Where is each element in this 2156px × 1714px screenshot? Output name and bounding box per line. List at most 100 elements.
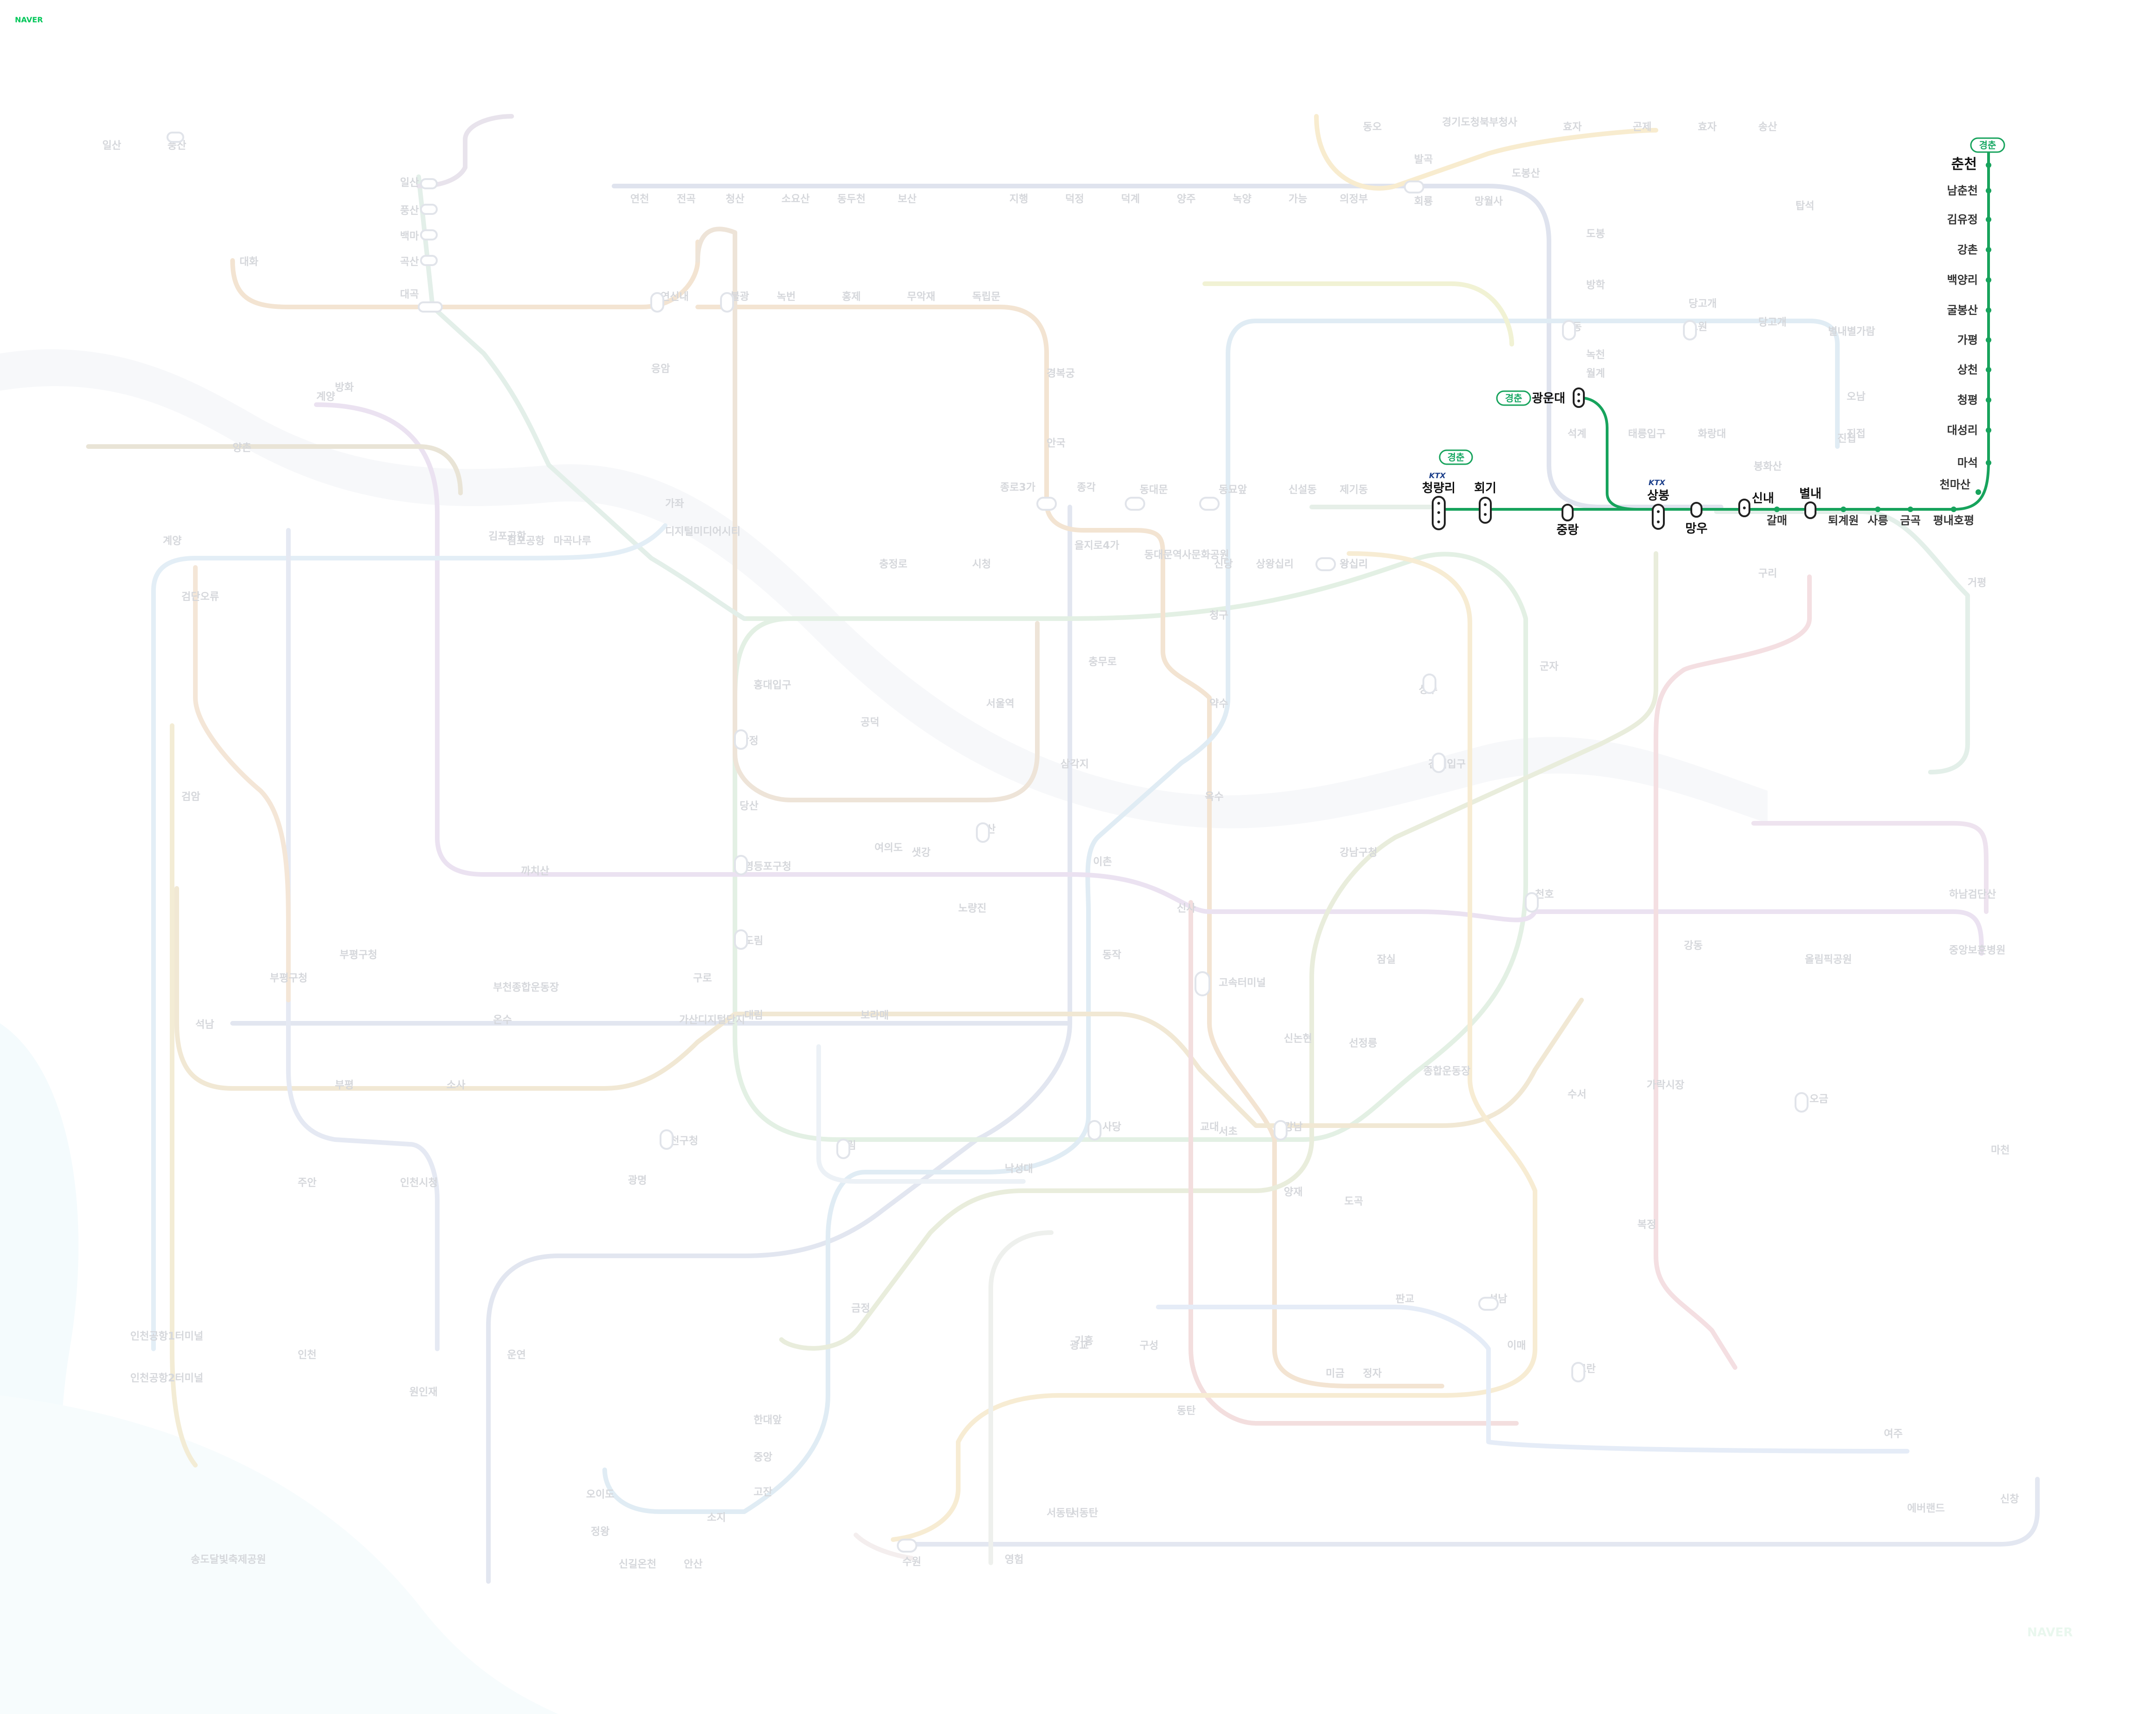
station-gimyujeong[interactable]: 김유정 [1947, 213, 1991, 226]
faint-station-label: 검단오류 [181, 591, 219, 603]
station-label: 중랑 [1556, 523, 1579, 537]
faint-station-label: 구로 [693, 973, 712, 984]
faint-station-label: 충무로 [1088, 656, 1117, 668]
station-toegyewon[interactable]: 퇴계원 [1828, 507, 1859, 527]
shinbundang-faint [1188, 900, 1519, 1426]
faint-station-label: 동작 [1102, 949, 1121, 961]
station-gangchon[interactable]: 강촌 [1957, 243, 1991, 256]
faint-station-label: 방화 [335, 382, 354, 393]
faint-station-label: 상왕십리 [1256, 559, 1294, 570]
faint-station-label: 대화 [240, 256, 258, 268]
faint-station-label: 에버랜드 [1907, 1503, 1945, 1514]
faint-station-label: 이매 [1507, 1340, 1526, 1352]
station-label: 망우 [1685, 522, 1708, 536]
uijeongbu-faint [1314, 114, 1658, 191]
station-sinnae[interactable]: 신내 [1738, 492, 1774, 517]
station-jungnang[interactable]: 중랑 [1556, 504, 1579, 537]
airport-faint [151, 523, 667, 1351]
station-namchuncheon[interactable]: 남춘천 [1947, 184, 1991, 197]
faint-station-label: 곡산 [400, 256, 419, 268]
line-badge-label: 경춘 [1979, 140, 1996, 151]
station-mangu[interactable]: 망우 [1685, 502, 1708, 536]
faint-station-label: 고속터미널 [1219, 977, 1266, 989]
faint-station-label: 홍제 [842, 291, 861, 303]
faint-station-label: 서초 [1219, 1126, 1237, 1138]
station-gapyeong[interactable]: 가평 [1957, 333, 1991, 347]
station-label: 회기 [1474, 481, 1496, 495]
station-label: 남춘천 [1947, 184, 1978, 197]
station-gulbongsan[interactable]: 굴봉산 [1947, 304, 1991, 317]
faint-station-label: 봉화산 [1754, 461, 1782, 473]
faint-station-label: 방학 [1586, 280, 1605, 291]
gtx-a-faint [416, 114, 514, 188]
gyeongchun-stations-horizontal: 평내호평 금곡 사릉 퇴계원 별내 갈매 신내 망우 [1422, 387, 1974, 537]
faint-station-label: 하남검단산 [1949, 889, 1996, 900]
faint-station-label: 양주 [1177, 193, 1195, 205]
faint-station-label: 구성 [1140, 1340, 1158, 1352]
faint-station-label: 까치산 [521, 866, 549, 877]
station-cheonmasan[interactable]: 천마산 [1940, 478, 1981, 495]
faint-station-label: 소사 [447, 1080, 466, 1091]
faint-station-label: 태릉입구 [1628, 428, 1666, 440]
faint-station-label: 가능 [1288, 193, 1307, 205]
station-hoegi[interactable]: 회기 [1474, 481, 1496, 524]
faint-station-label: 별내별가람 [1828, 326, 1875, 338]
station-cheongnyangni[interactable]: KTX 청량리 경춘 [1422, 449, 1473, 530]
faint-station-label: 올림픽공원 [1805, 954, 1852, 966]
incheon1-faint [286, 528, 440, 1351]
faint-station-label: 구리 [1758, 568, 1777, 580]
faint-network [86, 114, 2040, 1584]
gyeonggang-faint [1156, 1305, 1909, 1454]
faint-station-label: 당고개 [1758, 317, 1787, 328]
faint-station-label: 고잔 [754, 1487, 772, 1498]
faint-station-label: 부평 [335, 1080, 354, 1091]
station-geumgok[interactable]: 금곡 [1900, 507, 1921, 527]
faint-station-label: 디지털미디어시티 [665, 526, 741, 538]
gyeongui-jungang-faint [416, 174, 1970, 774]
station-cheongpyeong[interactable]: 청평 [1957, 393, 1991, 407]
ui-lrt-faint [1202, 281, 1514, 347]
faint-station-label: 오남 [1847, 391, 1865, 403]
station-baegyangri[interactable]: 백양리 [1947, 273, 1991, 287]
faint-station-label: 샛강 [912, 847, 930, 859]
station-chuncheon[interactable]: 춘천 [1951, 156, 1991, 173]
faint-station-label: 동대문역사문화공원 [1144, 549, 1229, 561]
faint-station-label: 인천 [298, 1349, 316, 1361]
faint-station-label: 녹천 [1586, 349, 1605, 361]
line-badge [1496, 390, 1531, 406]
faint-station-label: 시청 [972, 559, 991, 570]
faint-station-label: 정자 [1363, 1368, 1382, 1380]
faint-station-label: 왕십리 [1340, 559, 1368, 570]
station-pyeongnaehopyeong[interactable]: 평내호평 [1933, 507, 1974, 527]
faint-station-label: 무악재 [907, 291, 935, 303]
line-1-faint-south [486, 505, 1072, 1584]
faint-station-label: 대곡 [400, 289, 419, 300]
faint-station-label: 덕정 [1065, 193, 1084, 205]
line-badge-label: 경춘 [1505, 393, 1522, 404]
line-1-faint [612, 184, 1723, 509]
station-maseok[interactable]: 마석 [1957, 456, 1991, 469]
faint-station-label: 종로3가 [1000, 482, 1035, 494]
misc-faint-1 [988, 1230, 1054, 1565]
station-label: 청량리 [1422, 481, 1455, 495]
station-label: 마석 [1957, 456, 1978, 469]
faint-station-label: 가락시장 [1647, 1080, 1684, 1091]
station-gwangundae[interactable]: 광운대 경춘 [1496, 387, 1585, 408]
faint-station-label: 약수 [1209, 698, 1228, 710]
faint-station-label: 독립문 [972, 291, 1001, 303]
line-9-faint [174, 886, 1584, 1128]
station-sangcheon[interactable]: 상천 [1957, 363, 1991, 376]
station-galmae[interactable]: 갈매 [1767, 507, 1787, 527]
station-byeollae[interactable]: 별내 [1799, 487, 1822, 519]
station-label: 굴봉산 [1947, 304, 1978, 317]
station-sareung[interactable]: 사릉 [1868, 507, 1888, 527]
faint-station-label: 수서 [1568, 1089, 1586, 1100]
faint-station-label: 여의도 [874, 842, 903, 854]
faint-station-label: 미금 [1326, 1368, 1344, 1380]
station-sangbong[interactable]: KTX 상봉 [1647, 478, 1669, 530]
faint-station-label: 신창 [2000, 1494, 2019, 1505]
hanam-faint [1751, 821, 1989, 914]
station-daeseongri[interactable]: 대성리 [1947, 424, 1991, 437]
